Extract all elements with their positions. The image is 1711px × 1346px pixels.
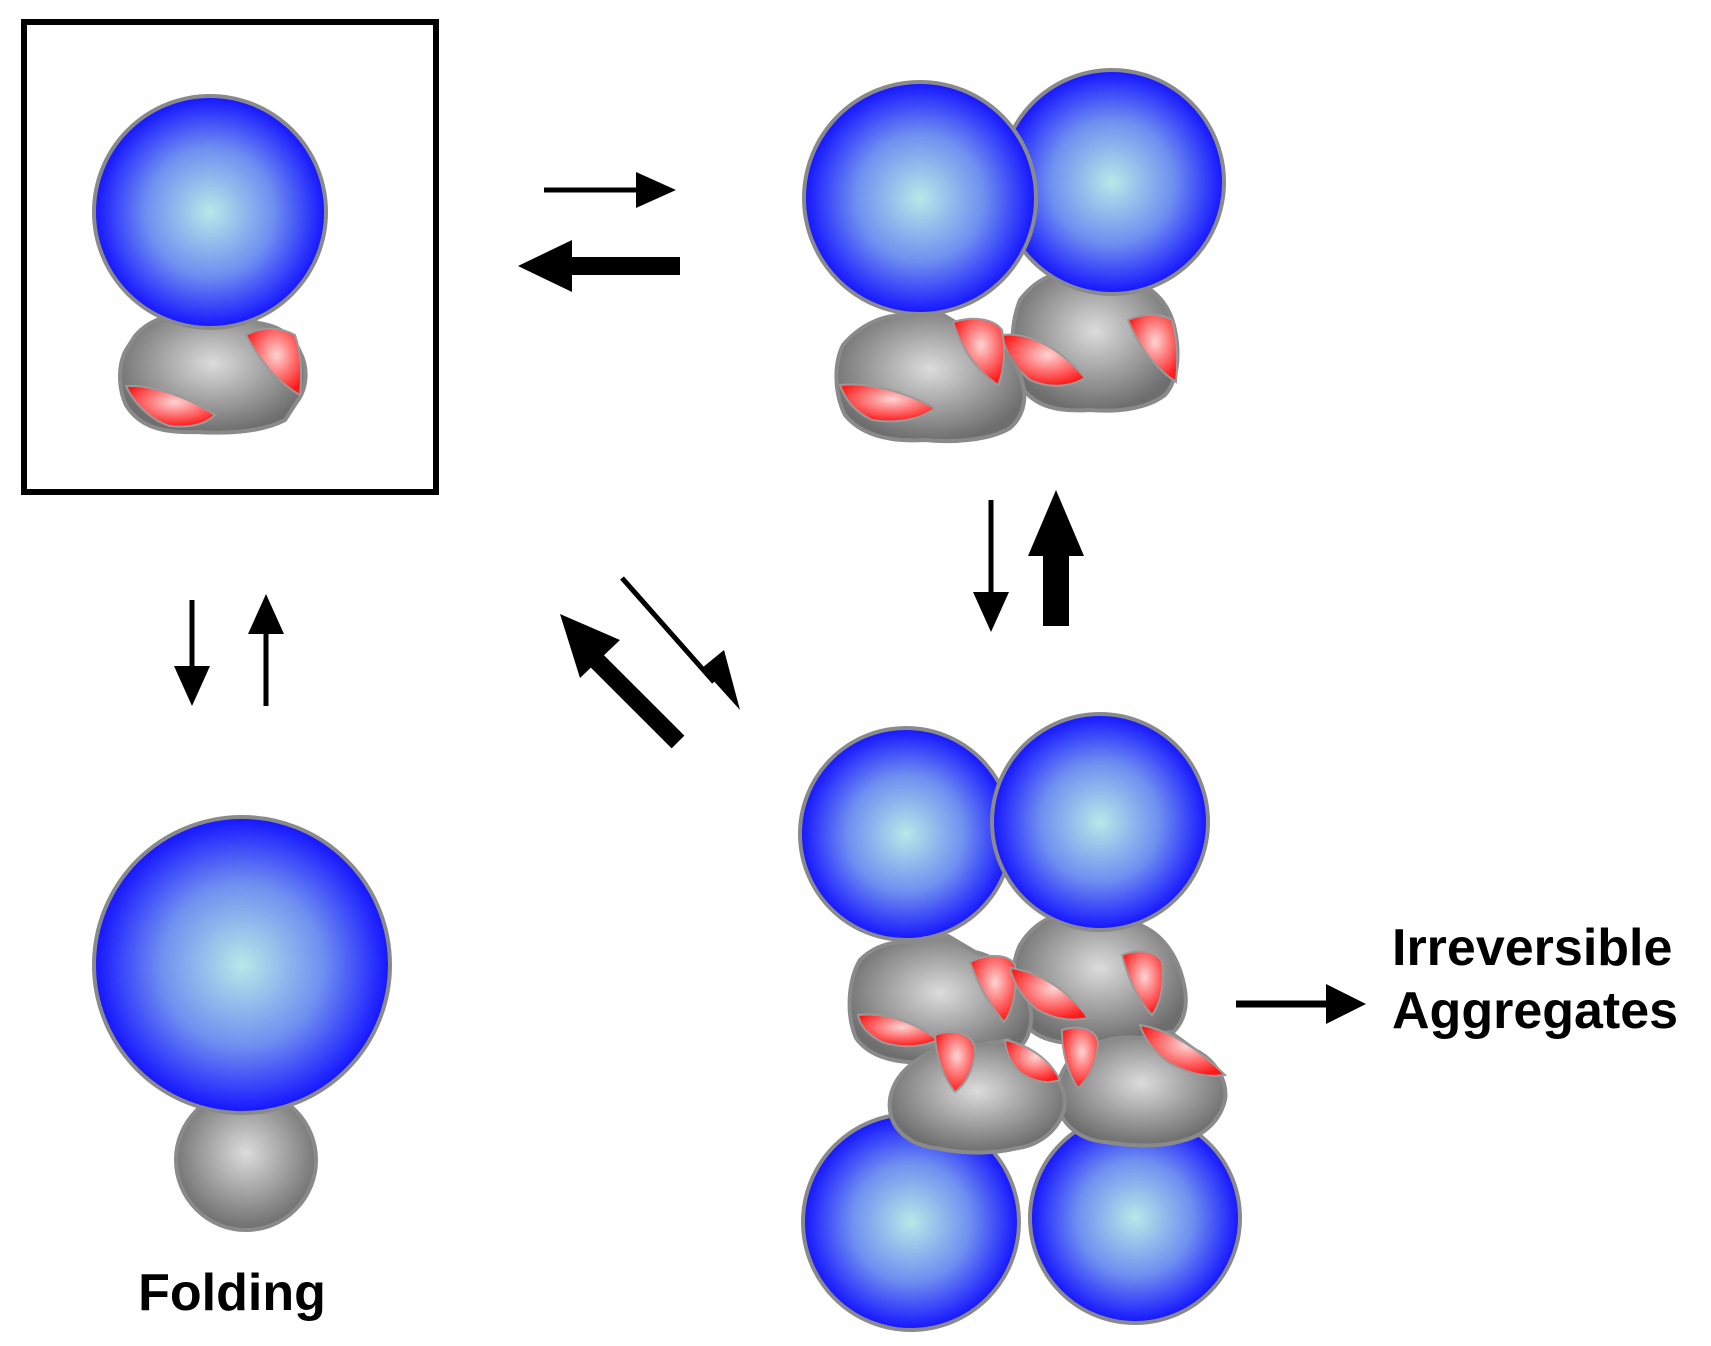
folded-domain-sphere (798, 726, 1014, 942)
red-patch (244, 327, 303, 397)
red-patch (1138, 1023, 1228, 1077)
red-patch (1003, 1038, 1062, 1083)
irreversible-label: Irreversible (1392, 919, 1672, 977)
red-patch (1060, 1026, 1100, 1090)
arrow-folded-to-monomer (248, 594, 284, 706)
arrow-dimer-to-monomer (518, 240, 680, 292)
arrow-tetramer-to-dimer (1028, 490, 1084, 626)
red-patch (933, 1031, 977, 1094)
folding-label: Folding (138, 1264, 326, 1322)
red-patch (968, 954, 1017, 1024)
tetramer (798, 712, 1242, 1332)
red-patch (838, 383, 937, 423)
folded-domain-sphere (92, 94, 328, 330)
arrow-monomer-to-folded (174, 600, 210, 706)
arrow-monomer-to-dimer (544, 172, 676, 208)
folded-monomer (92, 815, 392, 1232)
arrow-tetramer-to-monomer (560, 614, 685, 749)
red-patch (856, 1013, 940, 1048)
arrow-monomer-to-tetramer (620, 576, 740, 710)
red-patch (951, 317, 1006, 387)
folded-domain-sphere (92, 815, 392, 1115)
arrow-to-irreversible-aggregates (1236, 984, 1366, 1024)
red-patch (1120, 950, 1164, 1017)
arrow-dimer-to-tetramer (973, 500, 1009, 632)
folded-domain-sphere (990, 712, 1210, 932)
aggregates-label: Aggregates (1392, 982, 1678, 1040)
dimer (802, 68, 1226, 444)
red-patch (124, 384, 217, 428)
monomer-frame (21, 19, 439, 495)
red-patch (1008, 966, 1090, 1021)
red-patch (1126, 313, 1179, 384)
folded-domain-sphere (802, 80, 1038, 316)
monomer-partially-unfolded (92, 94, 328, 435)
